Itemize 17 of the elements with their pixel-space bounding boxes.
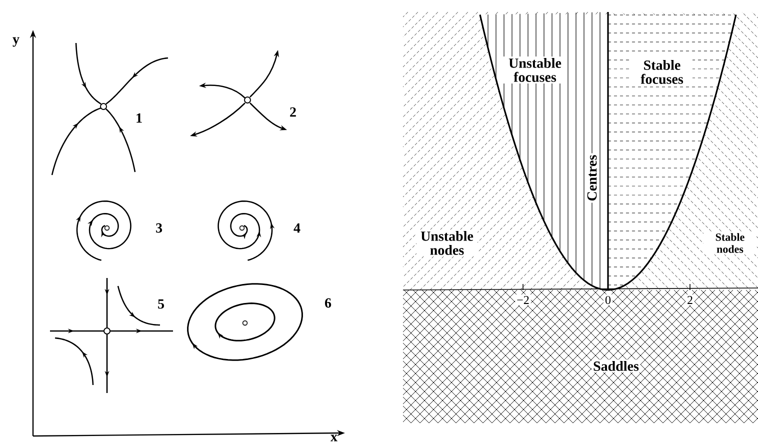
tick-label: 0	[604, 294, 612, 306]
portrait-number: 4	[294, 223, 300, 233]
portrait-number: 3	[156, 223, 162, 233]
portrait-number: 2	[290, 107, 296, 117]
tick-label: −2	[515, 294, 531, 306]
region-label: Unstable nodes	[416, 230, 478, 256]
portrait-number: 1	[136, 113, 142, 123]
region-label: Stable nodes	[704, 232, 756, 254]
portrait-number: 5	[158, 299, 164, 309]
region-label: Unstable focuses	[502, 56, 568, 84]
region-label: Stable focuses	[632, 58, 692, 86]
tick-label: 2	[686, 294, 694, 306]
portrait-number: 6	[325, 298, 332, 308]
region-label: Saddles	[592, 360, 640, 372]
axis-label: y	[12, 37, 20, 47]
axis-label: x	[330, 434, 338, 442]
region-label: Centres	[586, 153, 598, 203]
